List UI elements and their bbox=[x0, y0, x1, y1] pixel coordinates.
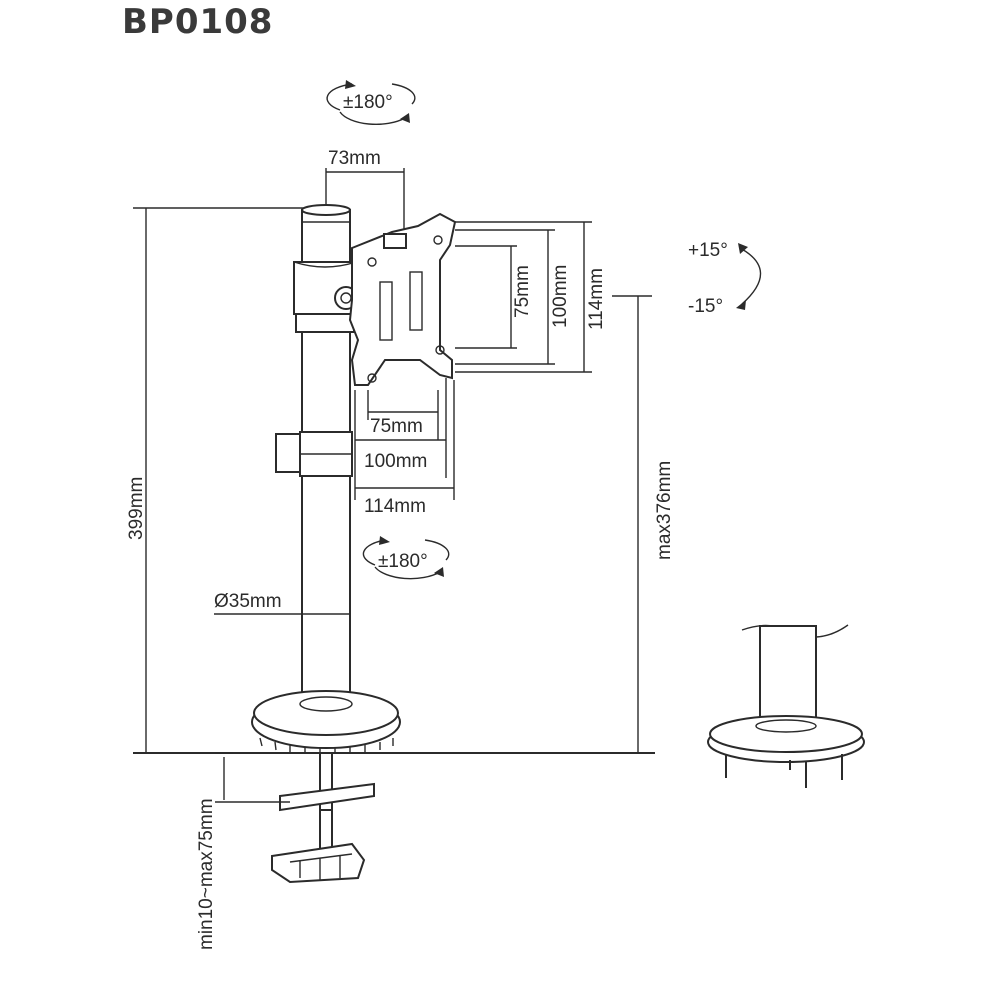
arm-offset-dimension: 73mm bbox=[325, 148, 405, 238]
desk-clamp bbox=[271, 752, 375, 884]
pole-diameter-label: Ø35mm bbox=[214, 591, 282, 612]
vesa-h-75-label: 75mm bbox=[370, 416, 423, 437]
vesa-h-100-label: 100mm bbox=[364, 451, 427, 472]
max-height-dimension: max376mm bbox=[612, 295, 675, 753]
grommet-base-detail bbox=[707, 624, 865, 788]
vesa-v-114-label: 114mm bbox=[586, 268, 607, 330]
tilt-down-label: -15° bbox=[688, 296, 723, 317]
vesa-horizontal-dimensions: 75mm 100mm 114mm bbox=[354, 378, 455, 517]
pole-height-dimension: 399mm bbox=[126, 207, 305, 752]
desk-clamp-range-label: min10~max75mm bbox=[196, 798, 217, 950]
mount-pole: Ø35mm bbox=[214, 204, 358, 706]
vesa-v-75-label: 75mm bbox=[512, 265, 533, 318]
desk-clamp-range-dimension: min10~max75mm bbox=[196, 752, 290, 950]
tilt-indicator: +15° -15° bbox=[688, 240, 762, 317]
vesa-mounting-plate bbox=[348, 212, 457, 386]
rotate-180-bottom-indicator: ±180° bbox=[362, 536, 450, 580]
pole-height-label: 399mm bbox=[126, 477, 147, 540]
rotate-top-label: ±180° bbox=[343, 92, 393, 113]
rotate-bottom-label: ±180° bbox=[378, 551, 428, 572]
vesa-v-100-label: 100mm bbox=[550, 265, 571, 328]
tilt-up-label: +15° bbox=[688, 240, 728, 261]
rotate-180-top-indicator: ±180° bbox=[326, 80, 416, 125]
product-model-title: BP0108 bbox=[122, 2, 274, 42]
mount-base bbox=[251, 690, 401, 753]
vesa-h-114-label: 114mm bbox=[364, 496, 426, 517]
vesa-vertical-dimensions: 75mm 100mm 114mm bbox=[455, 221, 607, 373]
max-height-label: max376mm bbox=[654, 461, 675, 560]
arm-offset-label: 73mm bbox=[328, 148, 381, 169]
